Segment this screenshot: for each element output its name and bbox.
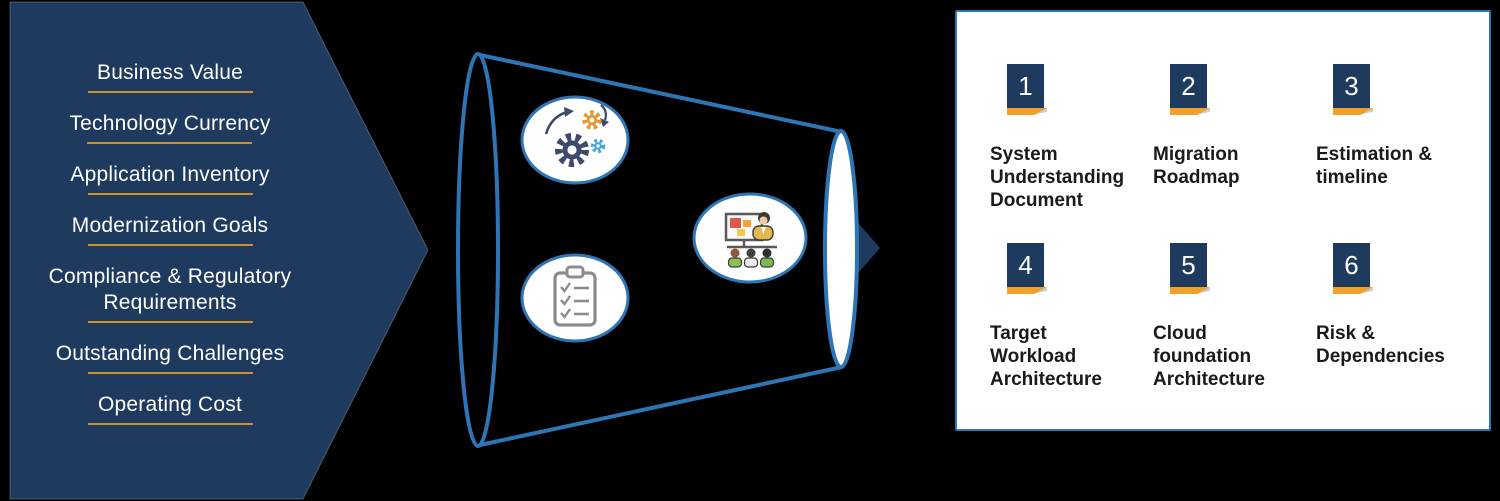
output-label: Target Workload Architecture [990, 323, 1102, 390]
numbered-badge: 4 [1007, 243, 1047, 294]
input-item: Technology Currency [69, 111, 270, 144]
gold-underline [87, 244, 253, 246]
badge-ribbon [1170, 108, 1210, 115]
funnel-shape [456, 52, 880, 448]
gold-underline [87, 321, 253, 323]
arrow-pentagon [9, 1, 429, 500]
output-item: 6 Risk & Dependencies [1316, 243, 1479, 422]
input-item: Application Inventory [70, 162, 269, 195]
funnel-bottom-edge [479, 365, 843, 447]
input-item: Operating Cost [87, 392, 253, 425]
input-label: Business Value [97, 61, 243, 84]
badge-number: 5 [1170, 243, 1207, 287]
input-label: Outstanding Challenges [55, 342, 285, 365]
output-label: Estimation & timeline [1316, 144, 1433, 188]
output-label: System Understanding Document [990, 144, 1125, 211]
input-label: Compliance & Regulatory Requirements [48, 265, 292, 314]
numbered-badge: 3 [1333, 64, 1373, 115]
output-item: 5 Cloud foundation Architecture [1153, 243, 1316, 422]
output-item: 2 Migration Roadmap [1153, 64, 1316, 243]
gold-underline [87, 142, 253, 144]
gold-underline [87, 193, 253, 195]
inputs-list: Business Value Technology Currency Appli… [20, 0, 320, 501]
input-item: Outstanding Challenges [56, 341, 285, 374]
badge-ribbon [1007, 108, 1047, 115]
funnel-mouth-ellipse [456, 52, 500, 448]
input-item: Business Value [87, 60, 253, 93]
output-label: Risk & Dependencies [1316, 323, 1445, 367]
input-label: Operating Cost [97, 393, 243, 416]
inputs-arrow-shape [9, 1, 429, 500]
output-item: 4 Target Workload Architecture [990, 243, 1153, 422]
input-label: Application Inventory [70, 163, 270, 186]
badge-number: 2 [1170, 64, 1207, 108]
numbered-badge: 5 [1170, 243, 1210, 294]
badge-number: 6 [1333, 243, 1370, 287]
badge-ribbon [1007, 287, 1047, 294]
gears-process-icon [520, 95, 630, 185]
input-label: Modernization Goals [71, 214, 269, 237]
badge-ribbon [1333, 108, 1373, 115]
output-item: 1 System Understanding Document [990, 64, 1153, 243]
gold-underline [87, 423, 253, 425]
funnel-spout-ellipse [823, 129, 859, 369]
presentation-meeting-icon [692, 192, 808, 284]
numbered-badge: 1 [1007, 64, 1047, 115]
outputs-panel: 1 System Understanding Document 2 Migrat… [955, 10, 1491, 431]
checklist-clipboard-icon [520, 253, 630, 343]
input-item: Modernization Goals [72, 213, 268, 246]
numbered-badge: 6 [1333, 243, 1373, 294]
badge-number: 3 [1333, 64, 1370, 108]
input-item: Compliance & Regulatory Requirements [49, 264, 292, 323]
gold-underline [87, 372, 253, 374]
output-label: Migration Roadmap [1153, 144, 1240, 188]
output-item: 3 Estimation & timeline [1316, 64, 1479, 243]
badge-ribbon [1170, 287, 1210, 294]
input-label: Technology Currency [69, 112, 271, 135]
badge-number: 1 [1007, 64, 1044, 108]
output-label: Cloud foundation Architecture [1153, 323, 1265, 390]
gold-underline [87, 91, 253, 93]
numbered-badge: 2 [1170, 64, 1210, 115]
badge-ribbon [1333, 287, 1373, 294]
funnel-top-edge [479, 53, 843, 134]
badge-number: 4 [1007, 243, 1044, 287]
